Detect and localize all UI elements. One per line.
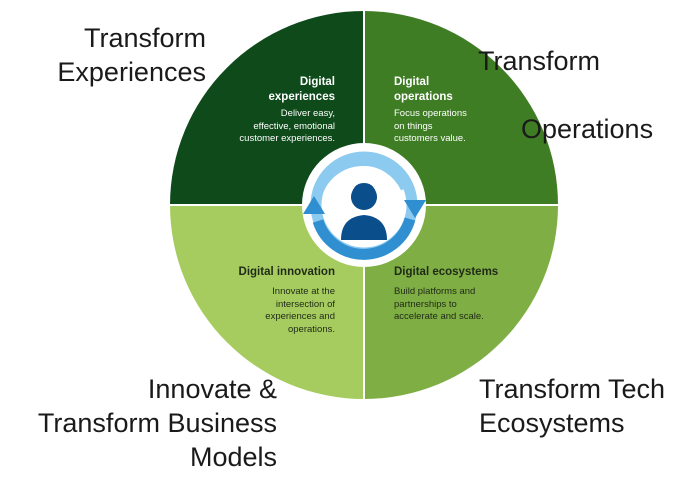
quadrant-bottom-left bbox=[170, 205, 364, 399]
corner-label-transform-experiences: Transform Experiences bbox=[57, 23, 206, 87]
corner-label-transform-operations: Transform Operations bbox=[478, 10, 656, 180]
corner-label-transform-tech-ecosystems: Transform Tech Ecosystems bbox=[479, 374, 666, 438]
quadrant-title-digital-innovation: Digital innovation bbox=[238, 266, 335, 278]
person-icon bbox=[341, 183, 387, 240]
quadrant-top-right bbox=[364, 11, 558, 205]
quadrant-title-digital-ecosystems: Digital ecosystems bbox=[394, 266, 499, 278]
quadrant-desc-digital-operations: Focus operations on things customers val… bbox=[394, 108, 467, 144]
quadrant-bottom-right bbox=[364, 205, 558, 399]
quadrant-desc-digital-experiences: Deliver easy, effective, emotional custo… bbox=[239, 108, 335, 144]
quadrant-title-digital-operations: Digital operations bbox=[394, 76, 453, 103]
corner-label-line: Operations bbox=[521, 114, 654, 144]
circular-arrows-icon bbox=[303, 151, 426, 260]
quadrant-top-left bbox=[170, 11, 364, 205]
corner-label-line: Transform bbox=[478, 46, 601, 76]
quadrant-desc-digital-innovation: Innovate at the intersection of experien… bbox=[265, 286, 335, 335]
quadrant-title-digital-experiences: Digital experiences bbox=[268, 76, 336, 103]
quadrant-desc-digital-ecosystems: Build platforms and partnerships to acce… bbox=[394, 286, 484, 322]
corner-label-innovate-business-models: Innovate & Transform Business Models bbox=[37, 374, 277, 472]
